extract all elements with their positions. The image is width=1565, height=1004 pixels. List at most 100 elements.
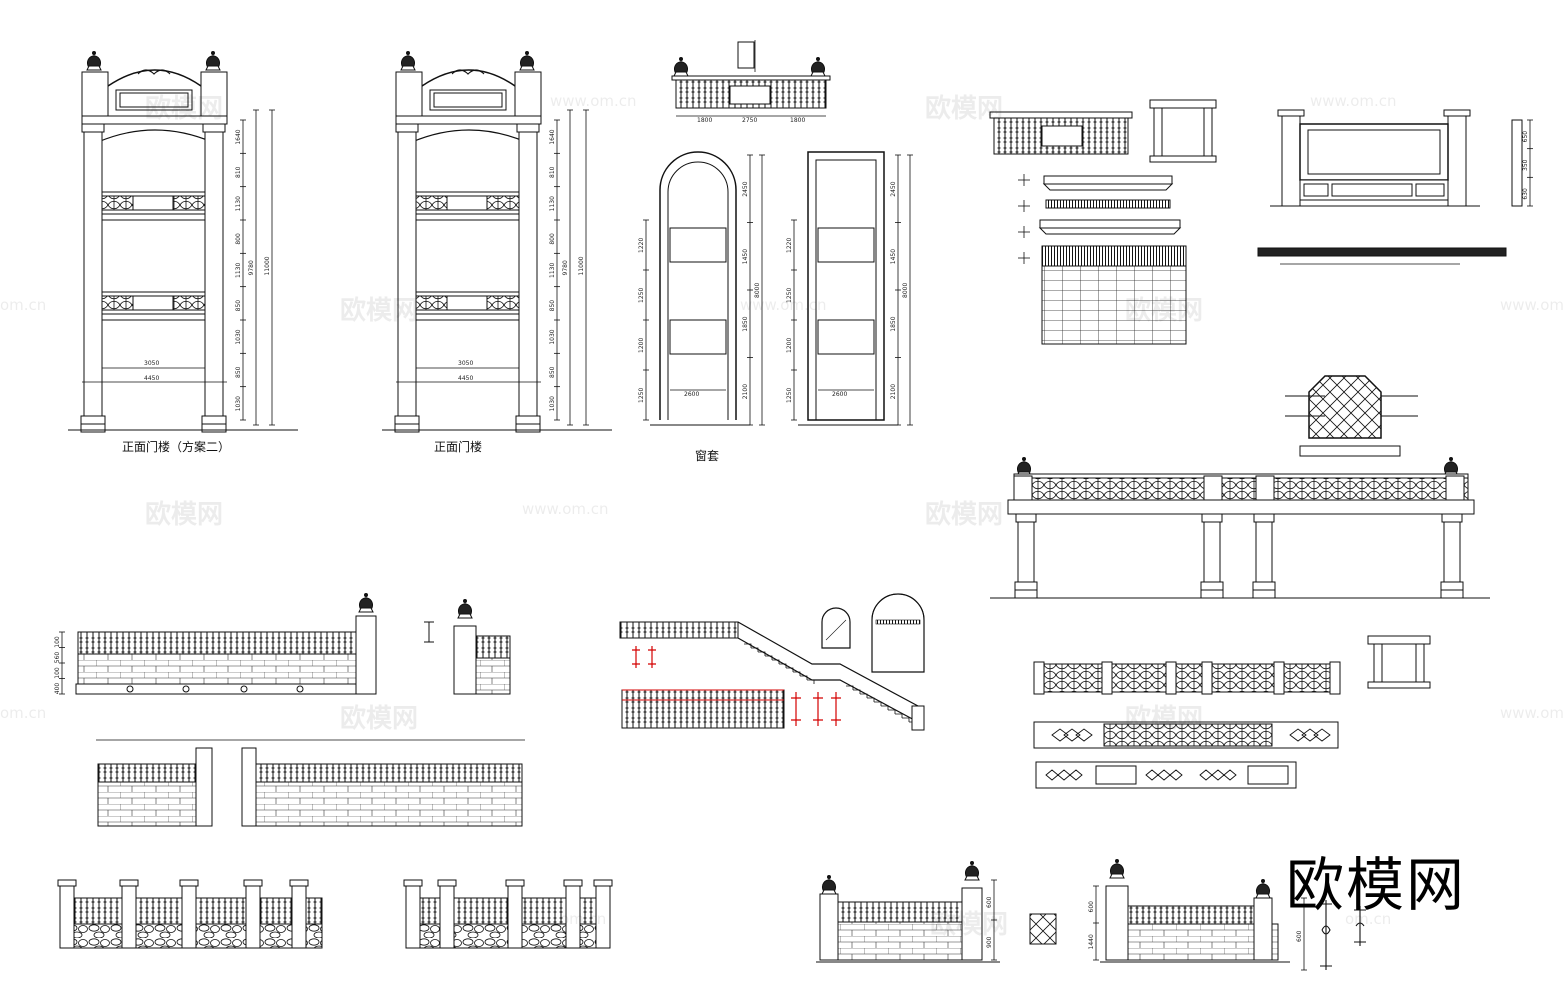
dimension-label: 9780 [562, 260, 569, 275]
dimension-label: 1220 [786, 238, 793, 253]
stair-step [902, 717, 910, 722]
window-glazing-upper [669, 227, 727, 263]
dimension-label: 630 [1522, 188, 1529, 200]
stair-step [793, 671, 801, 676]
urn-base [821, 889, 837, 895]
small-frame-detail [1149, 99, 1217, 163]
stair-newel [911, 705, 925, 731]
fence-b-pier [405, 885, 421, 949]
dimension-label: 1250 [786, 288, 793, 303]
colonnade-handrail [1013, 473, 1469, 479]
dimension-label: 8000 [902, 283, 909, 298]
sign-panel-inner [1307, 129, 1441, 175]
parapet-coping [989, 111, 1133, 119]
stair-rail-bottom [737, 637, 919, 723]
sign-panel-outer [1299, 123, 1449, 181]
dimension-label: 1850 [742, 316, 749, 331]
fence-b-cap [563, 879, 583, 887]
pediment-panel [429, 89, 507, 111]
urn-knob [1022, 457, 1026, 461]
dimension-label: 1130 [235, 263, 242, 278]
colonnade-post [1255, 475, 1275, 501]
door-transom [875, 619, 921, 625]
dimension-label: 2600 [832, 391, 847, 398]
gate-elevation: 3050445016408101130800113085010308501030… [68, 51, 298, 433]
dimension-label: 1450 [890, 249, 897, 264]
brand-logo: 欧模网 [1286, 851, 1467, 919]
dimension-label: 600 [986, 896, 993, 908]
urn-finial [1016, 457, 1032, 477]
urn-base [205, 65, 221, 71]
dimension-label: 400 [54, 683, 61, 695]
dimension-label: 1030 [235, 396, 242, 411]
wall-d-pier-right [1253, 897, 1273, 961]
stair-step [758, 651, 766, 656]
dimension-label: 2100 [742, 384, 749, 399]
dimension-label: 11000 [264, 256, 271, 275]
handrail [101, 191, 206, 197]
urn-base [810, 71, 826, 77]
fence-a-cap [179, 879, 199, 887]
urn-base [1255, 893, 1271, 899]
dimension-label: 4450 [458, 375, 473, 382]
column-capital [516, 123, 540, 133]
cornice-2 [1045, 199, 1171, 209]
pediment-crest [137, 69, 171, 75]
wall-d-balusters [1123, 905, 1255, 925]
plinth-medallion [126, 685, 134, 693]
urn-knob [364, 593, 368, 597]
watermark-logo: 欧模网 [340, 296, 419, 326]
column [1200, 513, 1224, 599]
sign-base [1299, 179, 1449, 201]
railing-a-post [1329, 661, 1341, 695]
watermark-logo: 欧模网 [340, 704, 419, 734]
stair-elevation [619, 621, 925, 731]
dimension-label: 1450 [742, 249, 749, 264]
dimension-label: 600 [1296, 930, 1303, 942]
red-baluster-profile [813, 692, 823, 726]
mirror-frame [821, 607, 851, 649]
urn-base [1109, 873, 1125, 879]
bottom-rail [101, 309, 206, 315]
stair-step [765, 655, 773, 660]
stair-step [786, 667, 794, 672]
urn-base [964, 875, 980, 881]
dimension-label: 1030 [549, 396, 556, 411]
stair-step [772, 659, 780, 664]
upper-balustrade-panel [446, 195, 488, 211]
urn-body [458, 603, 472, 615]
stair-step [779, 663, 787, 668]
dimension-label: 1200 [786, 338, 793, 353]
stair-step [881, 705, 889, 710]
dimension-label: 2100 [890, 384, 897, 399]
sign-base-panel [1303, 183, 1329, 197]
watermark-logo: 欧模网 [925, 500, 1004, 530]
detail-pier [453, 625, 477, 695]
sign-pier-left [1281, 115, 1301, 207]
column-shaft [1017, 521, 1035, 583]
urn-knob [827, 875, 831, 879]
stair-step [807, 679, 815, 684]
fence-a-cap [289, 879, 309, 887]
urn-body [1444, 461, 1458, 473]
column [1440, 513, 1464, 599]
wall-elevation-c: 600 900 [816, 861, 1057, 963]
column-capital [1441, 513, 1463, 523]
dimension-label: 350 [1522, 159, 1529, 171]
cornice-stack [1018, 174, 1187, 345]
dimension-label: 900 [986, 936, 993, 948]
red-baluster-profile [791, 692, 801, 726]
parapet-panel [1041, 125, 1083, 147]
dimension-label: 4450 [144, 375, 159, 382]
urn-knob [1449, 457, 1453, 461]
pediment-inner-panel [119, 92, 189, 108]
column [201, 123, 227, 433]
dimension-label: 1250 [638, 388, 645, 403]
